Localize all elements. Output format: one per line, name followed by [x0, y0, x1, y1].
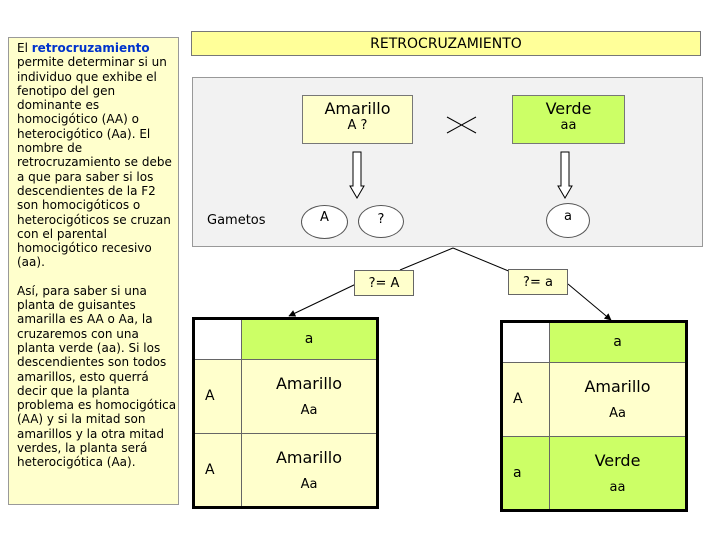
- punnett-cell-genotype: Aa: [300, 403, 318, 419]
- case-box-heterozygous: ?= a: [508, 269, 568, 295]
- gamete-circle: a: [546, 203, 590, 238]
- punnett-cell-phenotype: Amarillo: [275, 447, 343, 467]
- sidebar-text: El retrocruzamiento permite determinar s…: [17, 41, 177, 470]
- punnett-cell: Amarillo Aa: [549, 361, 687, 437]
- punnett-cell-phenotype: Amarillo: [275, 374, 343, 394]
- punnett-table-left: a A Amarillo Aa A Amarillo Aa: [192, 317, 379, 509]
- punnett-col-header: a: [549, 321, 687, 363]
- gamete-circle: ?: [358, 205, 404, 238]
- cross-symbol-icon: [446, 116, 477, 134]
- gametes-label: Gametos: [207, 213, 266, 228]
- punnett-row-header: A: [193, 358, 242, 434]
- parent-green-box: Verde aa: [512, 95, 625, 144]
- punnett-corner: [501, 321, 550, 363]
- sidebar-p1-rest: permite determinar si un individuo que e…: [17, 55, 172, 270]
- punnett-cell-phenotype: Amarillo: [584, 377, 651, 397]
- punnett-corner: [193, 318, 242, 360]
- punnett-cell: Amarillo Aa: [241, 358, 378, 434]
- punnett-cell-phenotype: Verde: [594, 450, 641, 470]
- sidebar-highlight-term: retrocruzamiento: [31, 41, 150, 55]
- sidebar-paragraph-2: Así, para saber si una planta de guisant…: [17, 283, 177, 470]
- punnett-cell: Amarillo Aa: [241, 432, 378, 509]
- punnett-row-header: a: [501, 435, 550, 512]
- punnett-table-right: a A Amarillo Aa a Verde aa: [500, 320, 688, 512]
- down-arrow-icon: [557, 151, 573, 199]
- sidebar-p1-prefix: El: [17, 41, 32, 55]
- sidebar-panel: [8, 37, 179, 505]
- down-arrow-icon: [349, 151, 365, 199]
- parent-green-phenotype: Verde: [545, 99, 592, 118]
- branch-lines: [288, 247, 612, 321]
- punnett-cell: Verde aa: [549, 435, 687, 512]
- gamete-circle: A: [301, 205, 348, 239]
- punnett-row-header: A: [501, 361, 550, 437]
- parent-green-genotype: aa: [560, 118, 577, 133]
- page-title: RETROCRUZAMIENTO: [191, 31, 701, 56]
- punnett-cell-genotype: Aa: [300, 476, 318, 492]
- punnett-col-header: a: [241, 318, 378, 360]
- parent-yellow-phenotype: Amarillo: [324, 99, 391, 118]
- sidebar-paragraph-1: El retrocruzamiento permite determinar s…: [17, 41, 177, 270]
- case-box-homozygous: ?= A: [354, 270, 414, 296]
- punnett-row-header: A: [193, 432, 242, 509]
- punnett-cell-genotype: aa: [609, 479, 626, 495]
- parent-yellow-box: Amarillo A ?: [302, 95, 413, 144]
- parent-yellow-genotype: A ?: [347, 118, 368, 133]
- punnett-cell-genotype: Aa: [609, 406, 626, 422]
